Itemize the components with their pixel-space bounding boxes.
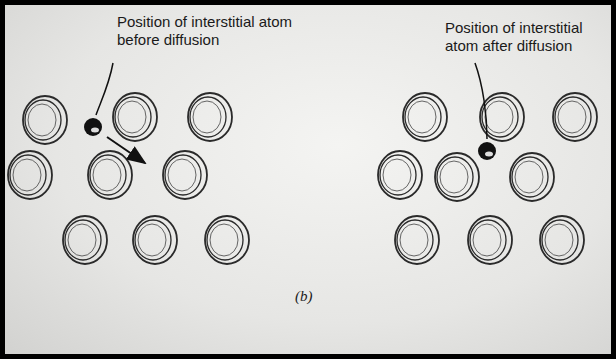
callout-label: Position of interstitial atom before dif…	[117, 13, 307, 49]
figure-part-label: (b)	[295, 287, 335, 305]
figure-panel: Position of interstitial atom before dif…	[5, 5, 611, 354]
callout-label: Position of interstitial atom after diff…	[445, 19, 605, 55]
